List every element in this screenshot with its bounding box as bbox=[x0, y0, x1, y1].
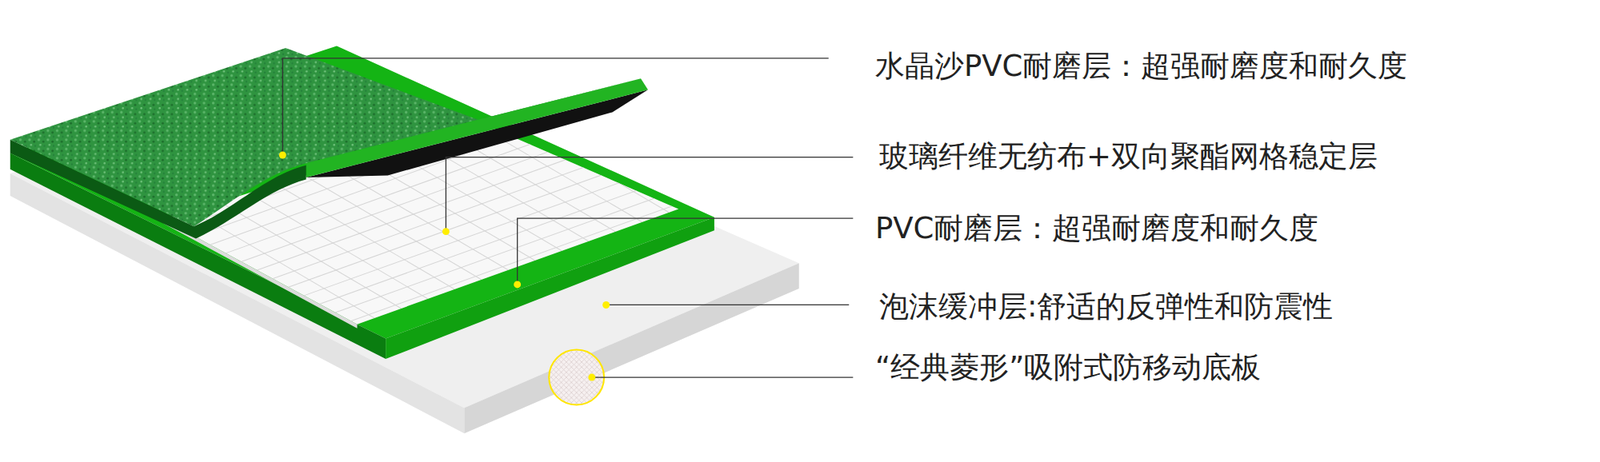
grid-line bbox=[216, 200, 574, 411]
callout-dots bbox=[279, 152, 610, 382]
callout-dot bbox=[588, 374, 596, 382]
grid-line bbox=[484, 104, 842, 315]
layer-label: 玻璃纤维无纺布+双向聚酯网格稳定层 bbox=[879, 139, 1378, 175]
pvc-top bbox=[10, 45, 715, 339]
grid-line bbox=[377, 142, 735, 353]
grid-line bbox=[350, 152, 708, 363]
leader-line bbox=[592, 376, 854, 378]
grid-line bbox=[190, 209, 548, 420]
leader-line bbox=[517, 218, 854, 285]
grid-line bbox=[324, 161, 681, 372]
grid-line bbox=[136, 228, 494, 440]
callout-dot bbox=[279, 152, 287, 160]
grid-line bbox=[404, 132, 761, 344]
grid-line bbox=[244, 190, 601, 401]
grid-line bbox=[296, 171, 654, 382]
grid-line bbox=[431, 123, 788, 334]
callout-dot bbox=[513, 281, 521, 289]
layer-label: 泡沫缓冲层:舒适的反弹性和防震性 bbox=[879, 289, 1333, 325]
grid-line bbox=[431, 157, 1044, 377]
grid-line bbox=[56, 257, 413, 462]
grid-line bbox=[83, 248, 440, 459]
grid-line bbox=[511, 94, 868, 305]
top-sheet-curl bbox=[306, 78, 648, 178]
layer-label: 水晶沙PVC耐磨层：超强耐磨度和耐久度 bbox=[875, 48, 1408, 84]
top-sheet bbox=[10, 48, 641, 227]
grid-line bbox=[109, 238, 467, 449]
leader-line bbox=[282, 58, 828, 156]
leader-lines bbox=[282, 58, 853, 378]
layer-label: PVC耐磨层：超强耐磨度和耐久度 bbox=[875, 211, 1319, 247]
callout-dot bbox=[602, 301, 610, 309]
top-sheet-edge bbox=[10, 140, 307, 240]
leader-line bbox=[606, 304, 850, 306]
grid-line bbox=[163, 219, 520, 430]
callout-dot bbox=[442, 228, 450, 236]
grid-line bbox=[416, 148, 1028, 368]
leader-line bbox=[445, 157, 853, 232]
layer-label: “经典菱形”吸附式防移动底板 bbox=[875, 350, 1261, 386]
